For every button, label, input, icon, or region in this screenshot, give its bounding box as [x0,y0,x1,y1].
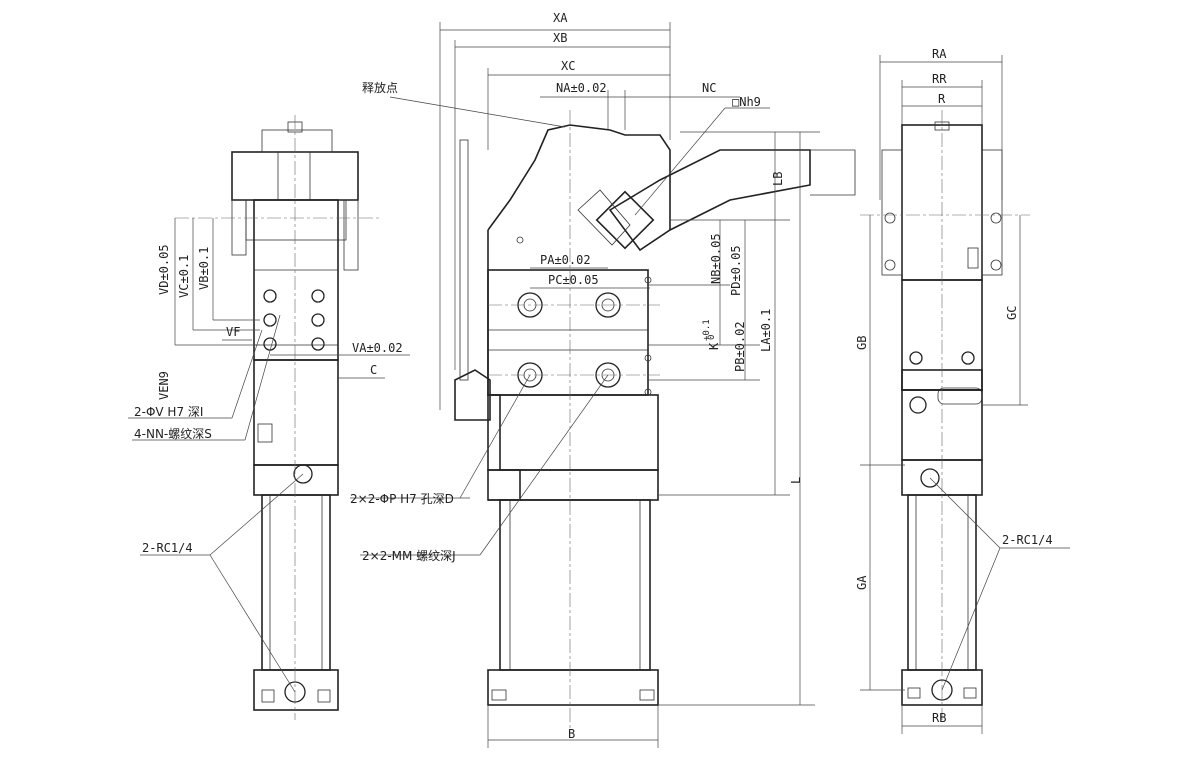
label-release-point: 释放点 [362,80,398,95]
label-vd: VD±0.05 [157,244,171,295]
label-xb: XB [553,31,567,45]
label-r: R [938,92,946,106]
label-rr: RR [932,72,947,86]
center-main-view [350,22,856,748]
label-ga: GA [855,575,869,590]
label-b: B [568,727,575,741]
label-pd: PD±0.05 [729,245,743,296]
label-vf: VF [226,325,240,339]
label-mm: 2×2-MM 螺纹深J [362,549,456,563]
label-vb: VB±0.1 [197,247,211,290]
label-va: VA±0.02 [352,341,403,355]
label-nb: NB±0.05 [709,233,723,284]
label-rb: RB [932,711,946,725]
label-pc: PC±0.05 [548,273,599,287]
right-side-view [860,55,1070,734]
label-xc: XC [561,59,575,73]
label-vc: VC±0.1 [177,255,191,298]
label-phi-v: 2-ΦV H7 深I [134,405,203,419]
label-xa: XA [553,11,568,25]
label-ven9: VEN9 [157,371,171,400]
label-l: L [789,477,803,484]
label-nh9: □Nh9 [732,95,761,109]
label-c: C [370,363,377,377]
left-side-view [128,115,410,720]
label-k-tol: +0.1 [702,319,712,341]
label-gc: GC [1005,306,1019,320]
label-gb: GB [855,336,869,350]
label-nn: 4-NN-螺纹深S [134,427,212,441]
label-nc: NC [702,81,716,95]
label-ra: RA [932,47,947,61]
label-pa: PA±0.02 [540,253,591,267]
label-lb: LB [771,172,785,186]
dimension-labels: XA XB XC NA±0.02 NC 释放点 □Nh9 LB RA RR R … [134,11,1053,741]
label-rc-left: 2-RC1/4 [142,541,193,555]
label-phi-p: 2×2-ΦP H7 孔深D [350,492,454,506]
label-rc-right: 2-RC1/4 [1002,533,1053,547]
label-pb: PB±0.02 [733,321,747,372]
label-k-sub: 0 [707,335,717,340]
label-k: K [707,342,721,350]
label-na: NA±0.02 [556,81,607,95]
label-la: LA±0.1 [759,309,773,352]
